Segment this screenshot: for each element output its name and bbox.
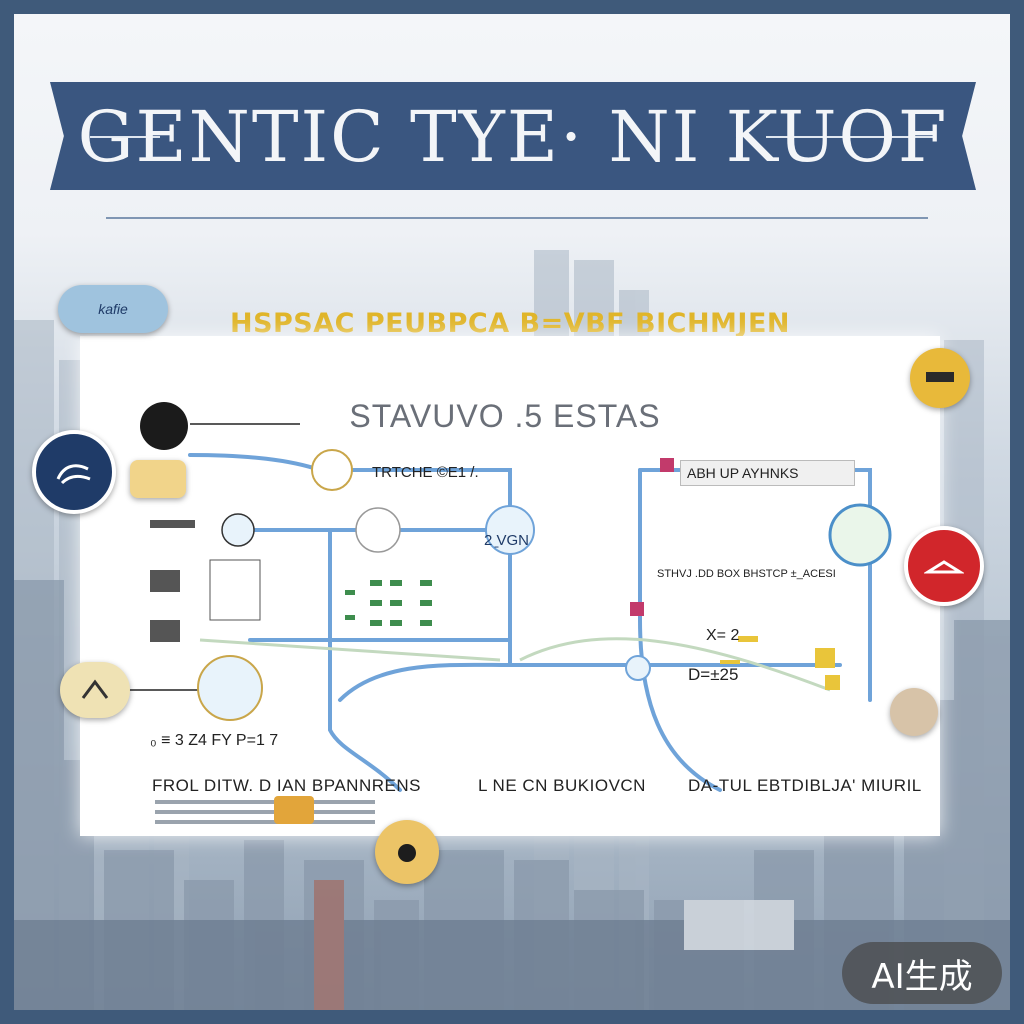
yellow-markers bbox=[720, 636, 840, 690]
route-line-right-loop bbox=[638, 468, 722, 792]
station-node-center bbox=[355, 507, 401, 553]
padlock-icon bbox=[375, 820, 439, 884]
route-line-vertical-left bbox=[328, 528, 402, 792]
hand-icon bbox=[32, 430, 116, 514]
caption-center: L NE CN BUKIOVCN bbox=[478, 776, 646, 795]
teapot-icon bbox=[890, 688, 938, 736]
label-right-info: STHVJ .DD BOX BHSTCP ±_ACESI bbox=[657, 568, 836, 580]
route-line-faint bbox=[199, 638, 501, 662]
cloud-icon-label: kafie bbox=[98, 301, 128, 317]
page-title: GENTIC TYE· NI KUOF bbox=[77, 96, 949, 178]
bell-icon bbox=[60, 662, 130, 718]
station-node-left bbox=[221, 513, 255, 547]
left-glyph-column bbox=[150, 520, 261, 642]
station-node-top bbox=[311, 449, 353, 491]
right-info-marker bbox=[630, 602, 644, 616]
caption-right: DA-TUL EBTDIBLJA' MIURIL bbox=[688, 776, 922, 795]
route-line-green bbox=[519, 637, 831, 692]
pointing-hand-icon bbox=[130, 460, 186, 498]
smiley-icon bbox=[910, 348, 970, 408]
watermark-badge: AI生成 bbox=[842, 942, 1002, 1004]
station-node-left-bottom bbox=[197, 655, 263, 721]
caption-left: FROL DITW. D IAN BPANNRENS bbox=[152, 776, 421, 795]
label-right-box: ABH UP AYHNKS bbox=[680, 460, 855, 486]
title-underline bbox=[106, 217, 928, 219]
banner-left-rule bbox=[90, 136, 160, 138]
cloud-icon: kafie bbox=[58, 285, 168, 333]
running-shoe-icon bbox=[904, 526, 984, 606]
tag-icon bbox=[274, 796, 314, 824]
label-right-junction: D=±25 bbox=[688, 665, 739, 684]
right-box-marker bbox=[660, 458, 674, 472]
title-banner: GENTIC TYE· NI KUOF bbox=[50, 82, 976, 190]
map-title: STAVUVO .5 ESTAS bbox=[349, 398, 661, 434]
station-node-globe bbox=[828, 503, 892, 567]
speaker-icon bbox=[140, 402, 188, 450]
route-line-main bbox=[228, 528, 842, 667]
bottom-lined-block bbox=[155, 800, 375, 824]
diagram-subtitle: HSPSAC PEUBPCA B=VBF BICHMJEN bbox=[229, 308, 791, 339]
label-right-mid: X= 2 bbox=[706, 627, 740, 644]
center-table-marks bbox=[345, 580, 432, 626]
route-line-curve bbox=[338, 662, 512, 702]
label-station-a: 2 ̱VGN bbox=[484, 532, 530, 549]
banner-right-rule bbox=[766, 136, 936, 138]
station-node-junction bbox=[625, 655, 651, 681]
label-top-route: TRTCHE ©E1 /. bbox=[372, 464, 479, 481]
station-node-a bbox=[485, 505, 535, 555]
label-left-bottom: ₀ ≡ 3 Z4 FY P=1 7 bbox=[150, 732, 279, 749]
